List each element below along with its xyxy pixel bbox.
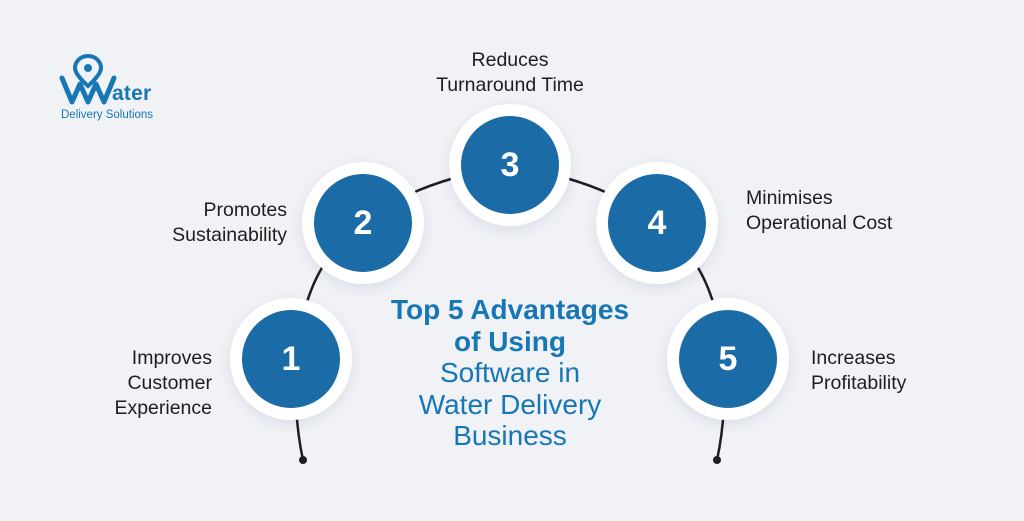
advantage-label-3-line-2: Turnaround Time: [436, 74, 584, 96]
advantage-label-1: Improves Customer Experience: [114, 346, 212, 421]
advantage-label-2-line-2: Sustainability: [172, 224, 287, 246]
advantage-label-5-line-2: Profitability: [811, 372, 907, 394]
advantage-node-5: 5: [667, 298, 789, 420]
arc-endpoint-left: [299, 456, 307, 464]
water-drop-pin-icon: [59, 53, 117, 105]
title-line-3: Software in: [439, 357, 581, 388]
advantage-label-4: Minimises Operational Cost: [746, 186, 892, 236]
title-line-5: Business: [453, 420, 567, 451]
advantage-node-2: 2: [302, 162, 424, 284]
advantage-label-1-line-2: Customer: [127, 372, 212, 394]
advantage-label-2-line-1: Promotes: [203, 199, 287, 221]
advantage-label-2: Promotes Sustainability: [172, 198, 287, 248]
advantage-label-3-line-1: Reduces: [471, 49, 549, 71]
logo-subtitle: Delivery Solutions: [61, 109, 154, 121]
logo-wordmark: ater: [112, 82, 152, 105]
title-line-2: of Using: [454, 325, 566, 357]
advantage-label-5-line-1: Increases: [811, 347, 896, 369]
advantage-node-3: 3: [449, 104, 571, 226]
advantage-label-3: Reduces Turnaround Time: [410, 48, 610, 98]
advantage-label-4-line-1: Minimises: [746, 187, 833, 209]
advantage-label-4-line-2: Operational Cost: [746, 212, 893, 234]
advantage-label-1-line-1: Improves: [131, 347, 212, 369]
advantage-label-5: Increases Profitability: [811, 346, 906, 396]
advantage-node-1: 1: [230, 298, 352, 420]
brand-logo: ater Delivery Solutions: [58, 52, 198, 132]
infographic-title: Top 5 Advantages of Using Software in Wa…: [340, 294, 680, 452]
arc-endpoint-right: [713, 456, 721, 464]
title-line-4: Water Delivery: [418, 388, 602, 420]
title-line-1: Top 5 Advantages: [390, 294, 630, 325]
advantage-label-1-line-3: Experience: [114, 397, 212, 419]
advantage-node-4: 4: [596, 162, 718, 284]
